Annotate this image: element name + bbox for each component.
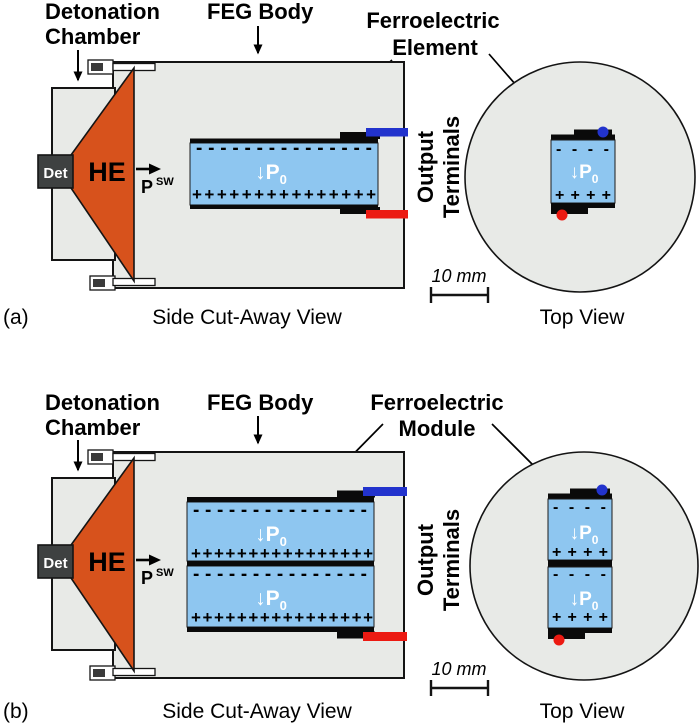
polarization-label-2: ↓P0 [255, 587, 287, 613]
he-label: HE [88, 547, 126, 577]
polarization-label-2: ↓P0 [570, 589, 599, 613]
element-ceramic-2 [186, 565, 375, 628]
output-terminal-positive [366, 210, 408, 219]
side-view-caption: Side Cut-Away View [152, 306, 342, 329]
electrode-bottom [190, 204, 378, 209]
scale-bar: 10 mm [429, 659, 490, 696]
feg-body-label: FEG Body [207, 390, 314, 415]
panel-a: Detonation Chamber FEG Body Ferroelectri… [3, 0, 696, 329]
ferroelectric-element-top: ---- ++++ ↓P0 [550, 126, 616, 221]
element-ceramic-1 [186, 501, 375, 562]
ferroelectric-module-label-line1: Ferroelectric [370, 390, 503, 415]
top-view-caption: Top View [540, 700, 626, 723]
electrode-bottom-tab [551, 208, 588, 214]
shock-wave-annotation: P SW [136, 163, 174, 197]
negative-charge-row: --------------- [196, 138, 372, 159]
negative-charge-row-2: --------------- [193, 564, 367, 585]
panel-tag: (b) [3, 700, 29, 723]
det-label: Det [43, 165, 67, 182]
output-terminal-negative [363, 487, 407, 496]
ferroelectric-module-top: ---- ++++ ↓P0 ---- ++++ ↓P0 [547, 484, 613, 646]
electrode-middle [548, 560, 612, 567]
electrode-top [190, 138, 378, 143]
detonation-chamber-label-line1: Detonation [45, 0, 160, 24]
positive-charge-row: +++++++++++++++ [192, 185, 376, 204]
panel-b: Detonation Chamber FEG Body Ferroelectri… [3, 390, 699, 723]
scale-bar: 10 mm [429, 266, 490, 303]
detonation-chamber-label-line1: Detonation [45, 390, 160, 415]
ferroelectric-element-side: --------------- +++++++++++++++ ↓P0 [189, 128, 408, 219]
det-label: Det [43, 555, 67, 572]
detonation-chamber-label-line2: Chamber [45, 415, 141, 440]
scale-label: 10 mm [431, 659, 486, 679]
ferroelectric-module-label-line2: Module [399, 416, 476, 441]
det-detonator-box [37, 154, 74, 189]
output-terminals-label-line1: Output [413, 523, 438, 596]
electrode-top-tab [574, 129, 612, 136]
negative-charge-row-1: --------------- [193, 500, 367, 521]
ferroelectric-element-label-line2: Element [392, 35, 478, 60]
shock-wave-p: P [141, 568, 153, 588]
electrode-top [187, 497, 374, 502]
electrode-top-tab [570, 488, 610, 495]
polarization-label: ↓P0 [570, 162, 599, 186]
feg-body-label: FEG Body [207, 0, 314, 24]
shock-wave-annotation: P SW [136, 554, 174, 588]
terminal-dot-positive [553, 634, 565, 646]
terminal-dot-negative [597, 126, 609, 138]
top-view-caption: Top View [540, 306, 626, 329]
side-view-caption: Side Cut-Away View [162, 700, 352, 723]
polarization-label-1: ↓P0 [570, 523, 599, 547]
terminal-dot-positive [556, 209, 568, 221]
terminal-dot-negative [596, 484, 608, 496]
output-terminals-label-line2: Terminals [439, 509, 464, 611]
electrode-bottom [187, 627, 374, 632]
polarization-label: ↓P0 [255, 161, 287, 187]
electrode-middle [187, 561, 374, 566]
output-terminal-positive [363, 632, 407, 641]
electrode-top [548, 493, 612, 499]
output-terminals-label-line2: Terminals [439, 116, 464, 218]
element-ceramic-2 [547, 566, 613, 629]
polarization-label-1: ↓P0 [255, 523, 287, 549]
output-terminal-negative [366, 128, 408, 137]
shock-wave-arrow-head [149, 163, 161, 175]
electrode-bottom [551, 203, 615, 208]
shock-wave-superscript: SW [156, 176, 174, 188]
ferroelectric-module-side: --------------- ++++++++++++++++ ↓P0 ---… [186, 487, 407, 641]
scale-label: 10 mm [431, 266, 486, 286]
panel-tag: (a) [3, 306, 29, 329]
output-terminals-label-line1: Output [413, 130, 438, 203]
electrode-top-tab [337, 490, 375, 498]
electrode-top [551, 134, 615, 140]
shock-wave-superscript: SW [156, 567, 174, 579]
detonation-chamber-label-line2: Chamber [45, 24, 141, 49]
electrode-bottom-tab [340, 207, 380, 214]
element-ceramic-1 [547, 498, 613, 561]
shock-wave-p: P [141, 177, 153, 197]
element-ceramic [189, 142, 379, 206]
ferroelectric-element-label-line1: Ferroelectric [366, 8, 499, 33]
element-ceramic [550, 139, 616, 204]
electrode-bottom-tab [337, 631, 375, 639]
electrode-top-tab [340, 132, 380, 139]
electrode-bottom [548, 628, 612, 633]
det-detonator-box [37, 544, 74, 579]
electrode-bottom-tab [548, 633, 585, 639]
shock-wave-arrow-head [149, 554, 161, 566]
he-label: HE [88, 157, 126, 187]
